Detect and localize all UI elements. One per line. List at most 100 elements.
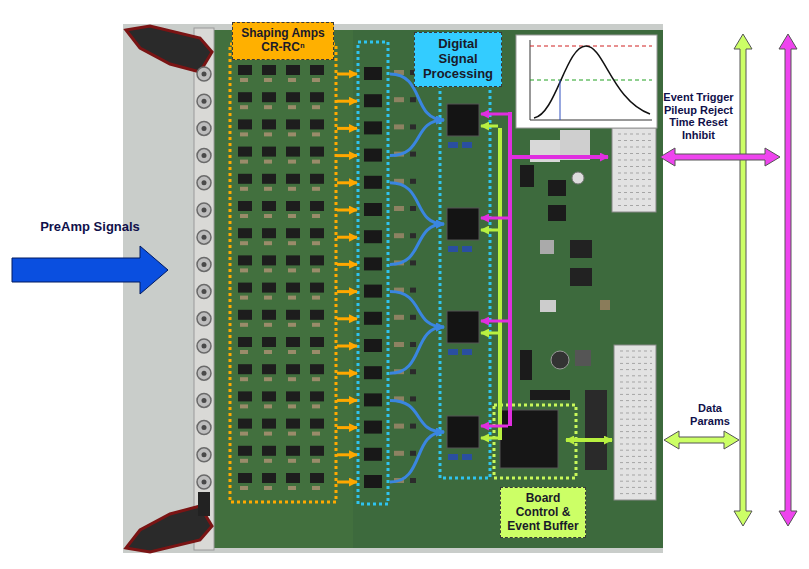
connector-pins bbox=[620, 431, 652, 432]
smd-part bbox=[410, 342, 416, 347]
lemo-connector bbox=[197, 312, 211, 326]
signal-label: Event Trigger Pileup Reject Time Reset I… bbox=[660, 91, 737, 142]
connector-pins bbox=[618, 199, 652, 200]
amp-chip bbox=[286, 228, 300, 238]
graph-axis bbox=[530, 120, 652, 121]
smd-part bbox=[394, 342, 404, 347]
buffer-chip bbox=[364, 149, 382, 162]
lemo-pin bbox=[202, 371, 207, 376]
smd-part bbox=[240, 214, 248, 218]
smd-part bbox=[312, 459, 320, 463]
amp-chip bbox=[262, 337, 276, 347]
smd-part bbox=[288, 486, 296, 490]
lemo-connector bbox=[197, 339, 211, 353]
smd-part bbox=[240, 323, 248, 327]
smd-part bbox=[264, 296, 272, 300]
smd-part bbox=[264, 459, 272, 463]
signal-arrow bbox=[337, 426, 357, 429]
lemo-connector bbox=[197, 121, 211, 135]
amp-chip bbox=[286, 119, 300, 129]
smd-part bbox=[240, 241, 248, 245]
connector-pins bbox=[620, 475, 652, 476]
trigger-branch bbox=[481, 217, 508, 220]
smd-part bbox=[288, 459, 296, 463]
connector-pins bbox=[620, 450, 652, 451]
smd-part bbox=[462, 349, 472, 355]
connector-pins bbox=[620, 351, 652, 352]
amp-chip bbox=[286, 364, 300, 374]
lemo-connector bbox=[197, 421, 211, 435]
smd-part bbox=[264, 377, 272, 381]
smd-part bbox=[410, 124, 416, 129]
lemo-pin bbox=[202, 316, 207, 321]
connector-pins bbox=[620, 369, 652, 370]
board-component bbox=[540, 240, 554, 254]
signal-arrow bbox=[337, 317, 357, 320]
lemo-connector bbox=[197, 176, 211, 190]
smd-part bbox=[240, 132, 248, 136]
capacitor bbox=[572, 172, 584, 184]
label-box: Shaping Amps CR-RCⁿ bbox=[232, 22, 334, 60]
dsp-chip bbox=[447, 416, 479, 448]
smd-part bbox=[312, 241, 320, 245]
amp-chip bbox=[238, 337, 252, 347]
box-label: Digital Signal Processing bbox=[419, 37, 497, 82]
board-component bbox=[575, 350, 591, 366]
amp-chip bbox=[286, 174, 300, 184]
signal-merge-arrow bbox=[390, 400, 444, 432]
smd-part bbox=[448, 246, 458, 252]
buffer-chip bbox=[364, 339, 382, 352]
lemo-connector bbox=[197, 366, 211, 380]
board-component bbox=[540, 300, 556, 312]
amp-chip bbox=[262, 119, 276, 129]
smd-part bbox=[410, 233, 416, 238]
smd-part bbox=[240, 187, 248, 191]
smd-part bbox=[312, 105, 320, 109]
smd-part bbox=[410, 478, 416, 483]
amp-chip bbox=[262, 283, 276, 293]
amp-chip bbox=[238, 364, 252, 374]
lemo-connector bbox=[197, 149, 211, 163]
amp-chip bbox=[238, 65, 252, 75]
amp-chip bbox=[310, 174, 324, 184]
connector-pins bbox=[618, 140, 652, 141]
signal-label: Data Params bbox=[683, 402, 737, 427]
smd-part bbox=[394, 451, 404, 456]
lemo-pin bbox=[202, 153, 207, 158]
amp-chip bbox=[262, 228, 276, 238]
connector-pins bbox=[618, 186, 652, 187]
smd-part bbox=[288, 187, 296, 191]
data-branch bbox=[481, 125, 498, 128]
label-box: Board Control & Event Buffer bbox=[500, 487, 586, 538]
amp-chip bbox=[310, 419, 324, 429]
signal-arrow bbox=[337, 127, 357, 130]
bus-arrow bbox=[779, 34, 797, 526]
amp-chip bbox=[310, 337, 324, 347]
lemo-connector bbox=[197, 94, 211, 108]
buffer-chip bbox=[364, 475, 382, 488]
smd-part bbox=[264, 268, 272, 272]
smd-part bbox=[240, 486, 248, 490]
amp-chip bbox=[286, 473, 300, 483]
amp-chip bbox=[262, 419, 276, 429]
smd-part bbox=[394, 124, 404, 129]
smd-part bbox=[448, 142, 458, 148]
smd-part bbox=[240, 377, 248, 381]
smd-part bbox=[264, 160, 272, 164]
smd-part bbox=[288, 132, 296, 136]
smd-part bbox=[288, 323, 296, 327]
connector-pins bbox=[618, 166, 652, 167]
smd-part bbox=[394, 97, 404, 102]
connector-pins bbox=[620, 425, 652, 426]
connector-pins bbox=[620, 493, 652, 494]
amp-chip bbox=[262, 92, 276, 102]
lemo-pin bbox=[202, 289, 207, 294]
amp-chip bbox=[238, 419, 252, 429]
buffer-chip bbox=[364, 393, 382, 406]
lemo-pin bbox=[202, 398, 207, 403]
signal-merge-arrow bbox=[390, 183, 444, 224]
box-label: Board Control & Event Buffer bbox=[505, 492, 581, 533]
lemo-connector bbox=[197, 285, 211, 299]
backplane-connector bbox=[612, 128, 656, 212]
